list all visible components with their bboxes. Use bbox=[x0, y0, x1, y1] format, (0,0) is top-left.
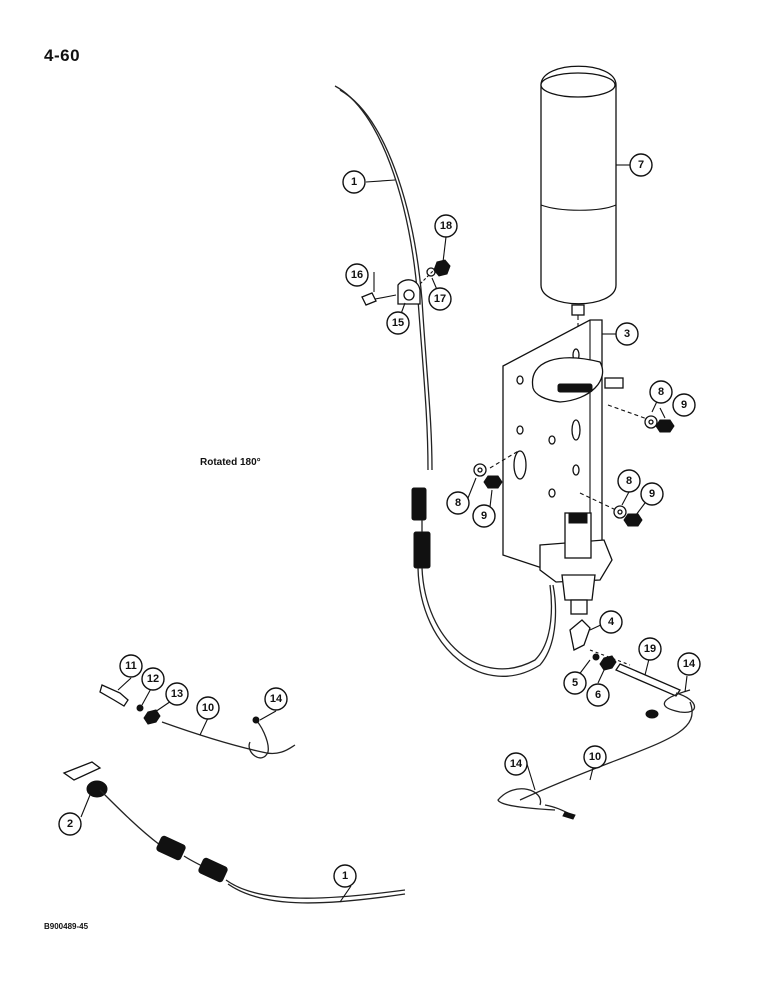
callout-5: 5 bbox=[563, 671, 587, 695]
callout-1a: 1 bbox=[342, 170, 366, 194]
page-number: 4-60 bbox=[44, 46, 81, 65]
svg-text:10: 10 bbox=[202, 702, 214, 714]
svg-text:14: 14 bbox=[510, 758, 523, 770]
svg-text:9: 9 bbox=[649, 488, 655, 500]
bolt-icon bbox=[361, 292, 377, 306]
callout-4: 4 bbox=[599, 610, 623, 634]
svg-text:18: 18 bbox=[440, 220, 452, 232]
svg-text:5: 5 bbox=[572, 677, 578, 689]
svg-text:1: 1 bbox=[351, 176, 357, 188]
figure-reference: B900489-45 bbox=[44, 922, 89, 931]
mounting-bracket bbox=[502, 319, 624, 615]
callout-14a: 14 bbox=[677, 652, 701, 676]
hardware-8-9 bbox=[473, 404, 675, 527]
clamp-assembly bbox=[361, 259, 451, 306]
callout-2: 2 bbox=[58, 812, 82, 836]
callout-7: 7 bbox=[629, 153, 653, 177]
callout-8c: 8 bbox=[617, 469, 641, 493]
callout-9a: 9 bbox=[672, 393, 696, 417]
svg-text:6: 6 bbox=[595, 689, 601, 701]
svg-text:7: 7 bbox=[638, 159, 644, 171]
svg-text:13: 13 bbox=[171, 688, 183, 700]
svg-text:9: 9 bbox=[481, 510, 487, 522]
ground-wire-right bbox=[497, 788, 576, 820]
main-cable bbox=[334, 85, 557, 677]
svg-text:3: 3 bbox=[624, 328, 630, 340]
svg-text:17: 17 bbox=[434, 293, 446, 305]
svg-text:14: 14 bbox=[270, 693, 283, 705]
callout-8a: 8 bbox=[649, 380, 673, 404]
callout-8b: 8 bbox=[446, 491, 470, 515]
callout-1b: 1 bbox=[333, 864, 357, 888]
callout-12: 12 bbox=[141, 667, 165, 691]
svg-text:16: 16 bbox=[351, 269, 363, 281]
svg-text:8: 8 bbox=[455, 497, 461, 509]
svg-text:14: 14 bbox=[683, 658, 696, 670]
callout-9c: 9 bbox=[640, 482, 664, 506]
callout-16: 16 bbox=[345, 263, 369, 287]
svg-text:2: 2 bbox=[67, 818, 73, 830]
callout-13: 13 bbox=[165, 682, 189, 706]
washer-icon bbox=[426, 267, 436, 277]
callout-6: 6 bbox=[586, 683, 610, 707]
svg-text:19: 19 bbox=[644, 643, 656, 655]
svg-text:10: 10 bbox=[589, 751, 601, 763]
sensor-assembly-left bbox=[62, 761, 406, 904]
sender-assembly-left bbox=[99, 684, 296, 759]
callout-11: 11 bbox=[119, 654, 143, 678]
callout-19: 19 bbox=[638, 637, 662, 661]
callout-14c: 14 bbox=[264, 687, 288, 711]
callout-9b: 9 bbox=[472, 504, 496, 528]
callout-10a: 10 bbox=[583, 745, 607, 769]
callout-3: 3 bbox=[615, 322, 639, 346]
svg-text:1: 1 bbox=[342, 870, 348, 882]
callout-17: 17 bbox=[428, 287, 452, 311]
cable-connector-icon bbox=[411, 487, 427, 521]
svg-text:4: 4 bbox=[608, 616, 615, 628]
cylinder-icon bbox=[540, 65, 617, 305]
callout-10b: 10 bbox=[196, 696, 220, 720]
callout-15: 15 bbox=[386, 311, 410, 335]
svg-text:8: 8 bbox=[626, 475, 632, 487]
svg-text:12: 12 bbox=[147, 673, 159, 685]
callout-14b: 14 bbox=[504, 752, 528, 776]
svg-text:8: 8 bbox=[658, 386, 664, 398]
sensor-icon bbox=[561, 574, 596, 601]
callout-18: 18 bbox=[434, 214, 458, 238]
svg-text:11: 11 bbox=[125, 660, 137, 672]
svg-text:9: 9 bbox=[681, 399, 687, 411]
connector-icon bbox=[156, 835, 186, 861]
fitting-assembly bbox=[519, 619, 696, 801]
cable-plug-icon bbox=[413, 531, 431, 569]
rotation-note: Rotated 180° bbox=[200, 457, 261, 468]
svg-text:15: 15 bbox=[392, 317, 404, 329]
nut-icon bbox=[433, 259, 451, 277]
